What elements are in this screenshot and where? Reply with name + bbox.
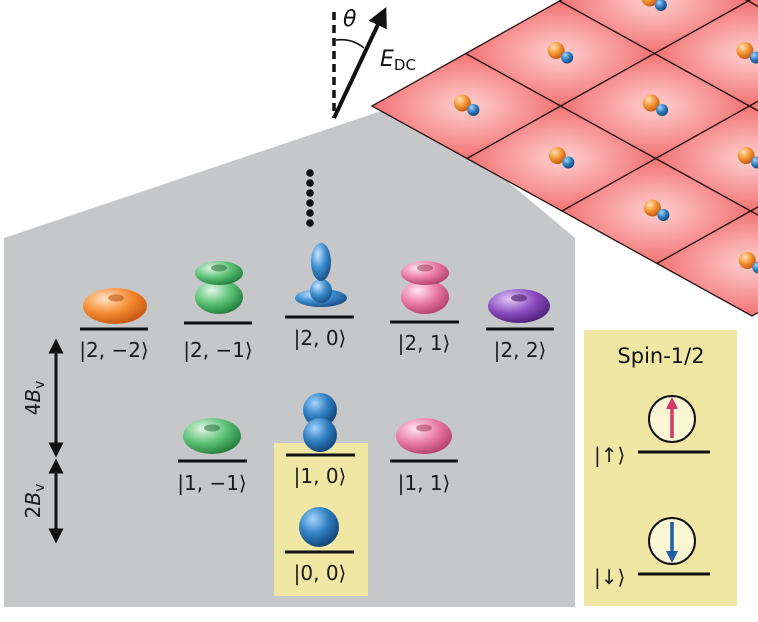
orbital-2-2: [488, 289, 550, 323]
spin-half-box: Spin-1/2 |↑⟩ |↓⟩: [584, 330, 737, 606]
angle-label: θ: [343, 7, 357, 32]
ket-0-0: |0, 0⟩: [294, 561, 347, 585]
orbital-2-minus1: [195, 261, 243, 314]
orbital-2-minus2: [83, 288, 147, 324]
spin-half-title: Spin-1/2: [617, 344, 704, 368]
ket-2-0: |2, 0⟩: [294, 326, 347, 350]
orbital-2-1: [401, 261, 449, 314]
ket-2-2: |2, 2⟩: [494, 338, 547, 362]
orbital-1-1: [396, 418, 452, 454]
angle-arc: [336, 40, 364, 48]
ket-2-1: |2, 1⟩: [398, 331, 451, 355]
ket-1-1: |1, 1⟩: [398, 471, 451, 495]
orbital-0-0: [299, 507, 339, 547]
ket-1-minus1: |1, −1⟩: [177, 471, 246, 495]
ket-2-minus2: |2, −2⟩: [79, 338, 148, 362]
spin-down-ket: |↓⟩: [594, 565, 625, 589]
ket-2-minus1: |2, −1⟩: [183, 338, 252, 362]
field-label: EDC: [380, 47, 416, 74]
field-arrow: [334, 16, 382, 118]
ket-1-0: |1, 0⟩: [294, 464, 347, 488]
spin-up-ket: |↑⟩: [594, 443, 625, 467]
field-subscript: DC: [394, 56, 416, 74]
orbital-1-minus1: [183, 418, 241, 454]
